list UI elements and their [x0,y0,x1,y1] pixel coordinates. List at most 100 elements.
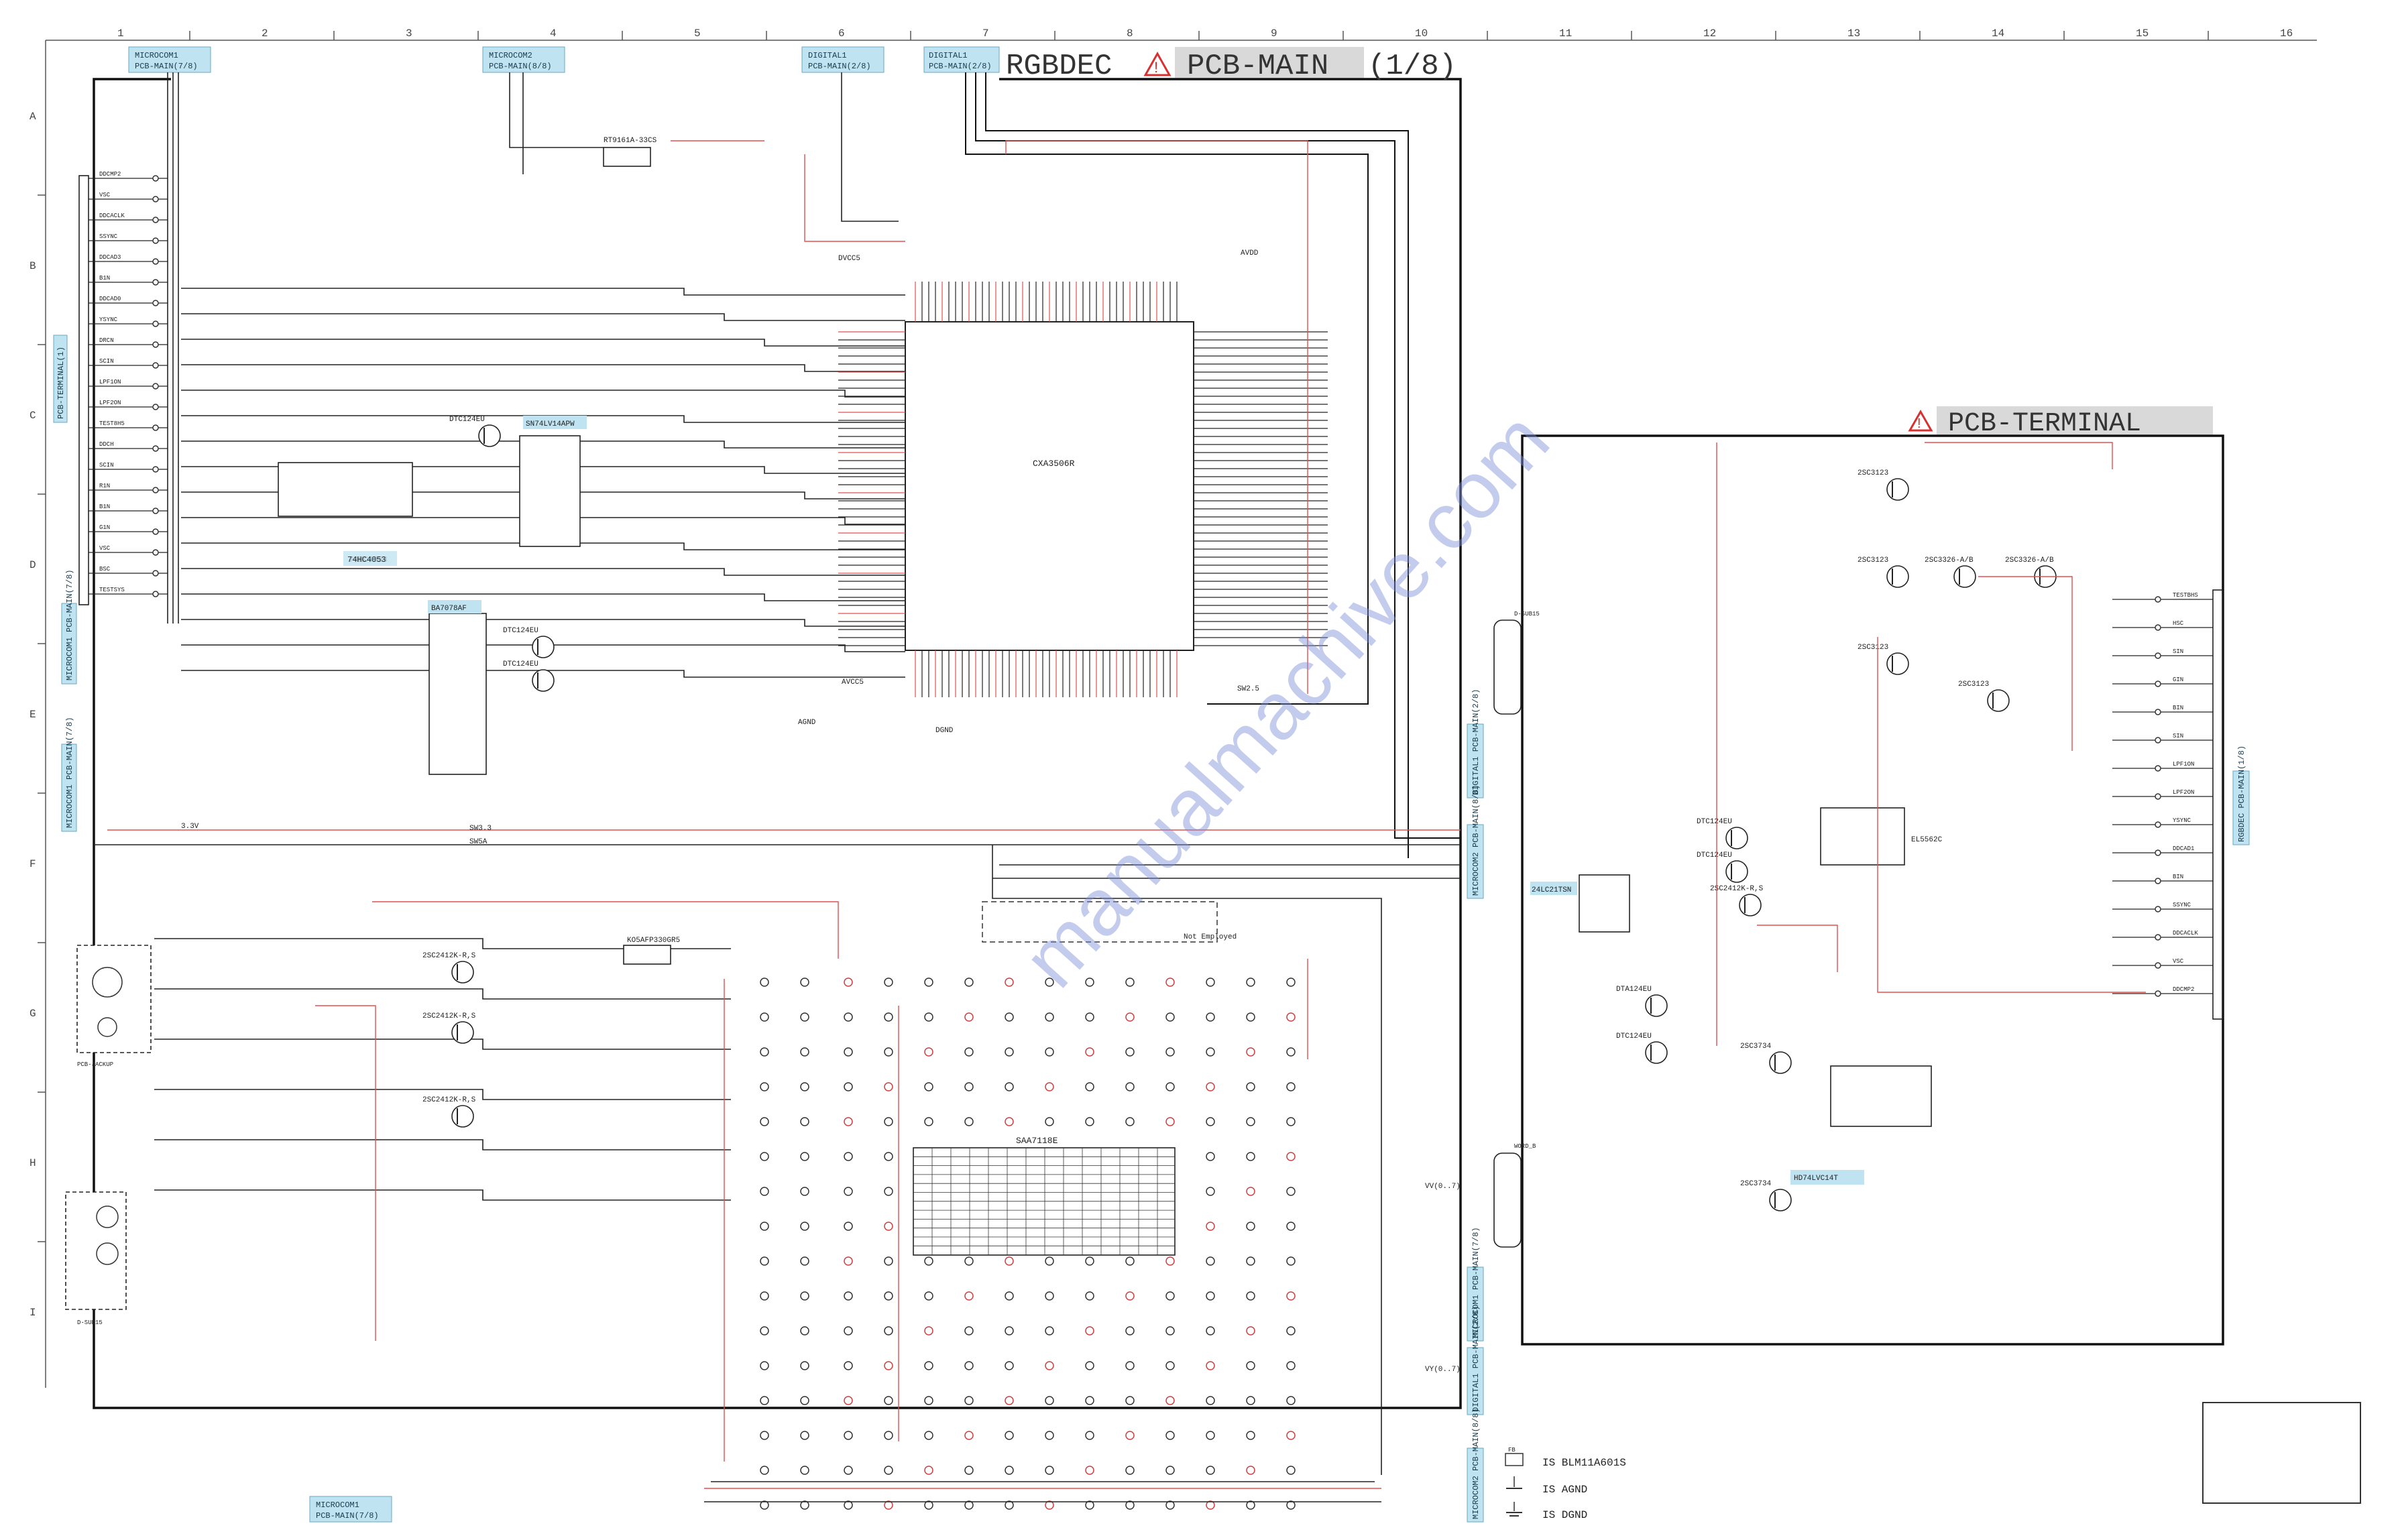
grid-column-label: 10 [1415,27,1428,40]
dsub15-connector-top: D-SUB15 [1493,611,1540,715]
bottom-bus-wires [94,844,1461,1502]
left-signal-label: SSYNC [99,233,118,240]
grid-column-label: 8 [1127,27,1133,40]
dsub15-connector-bottom: WORD_B [1493,1143,1536,1248]
connector-tag-rgbdec-far-right: RGBDEC PCB-MAIN(1/8) [2232,746,2250,845]
grid-row-label: H [30,1157,36,1169]
left-signal-label: DRCN [99,337,114,344]
transistor-t4: 2SC2412K-R,S [422,952,476,984]
svg-text:D-SUB15: D-SUB15 [1514,611,1540,617]
svg-text:DIGITAL1: DIGITAL1 [808,51,847,60]
right-signal-label: SIN [2173,648,2183,655]
left-signal-label: SCIN [99,462,114,469]
right-signal-list: TESTBHSHSCSINGINBINSINLPF1ONLPF2ONYSYNCD… [2112,592,2213,997]
svg-text:PCB-JACKUP: PCB-JACKUP [77,1061,113,1068]
ic-hd74lvc14t: HD74LVC14T [1790,1065,1932,1185]
transistor-t15: 2SC2412K-R,S [1710,885,1764,916]
svg-text:Not Employed: Not Employed [1184,933,1237,941]
transistor-t5: 2SC2412K-R,S [422,1012,476,1044]
right-signal-label: TESTBHS [2173,592,2198,599]
svg-text:SAA7118E: SAA7118E [1016,1136,1058,1146]
svg-text:AGND: AGND [798,719,816,727]
left-signal-label: SCIN [99,358,114,365]
right-signal-label: VSC [2173,958,2184,965]
grid-column-label: 5 [694,27,701,40]
transistor-t16: DTA124EU [1616,986,1668,1017]
svg-text:MICROCOM1: MICROCOM1 [316,1500,359,1510]
svg-text:74HC4053: 74HC4053 [347,555,386,565]
warning-icon: ! [1908,409,1933,432]
svg-text:2SC3123: 2SC3123 [1858,556,1888,565]
transistor-t11: 2SC3326-A/B [2005,556,2057,588]
jack-connector-top: PCB-JACKUP [76,945,152,1068]
ic-ba7078af: BA7078AF [428,600,487,775]
grid-column-label: 2 [262,27,268,40]
left-signal-label: DDCACLK [99,213,125,219]
svg-text:DIGITAL1 PCB-MAIN(2/8): DIGITAL1 PCB-MAIN(2/8) [1471,689,1481,795]
svg-text:DTA124EU: DTA124EU [1616,986,1652,994]
right-signal-label: HSC [2173,620,2184,627]
connector-tag-digital1-mid-b: DIGITAL1 PCB-MAIN(2/8) [1467,1306,1484,1415]
transistor-t1: DTC124EU [449,416,501,447]
red-signal-wires [107,140,2146,1489]
connector-tag-microcom1-top: MICROCOM1 PCB-MAIN(7/8) [128,46,211,73]
right-signal-label: BIN [2173,705,2183,711]
ic-k05afp330gr5: KO5AFP330GR5 [623,937,680,965]
right-signal-label: DDCMP2 [2173,986,2194,993]
grid-column-label: 1 [117,27,124,40]
dgnd-icon [1506,1502,1522,1517]
svg-text:D-SUB15: D-SUB15 [77,1319,103,1326]
left-signal-label: B1N [99,504,110,510]
connector-tag-digital1-top-a: DIGITAL1 PCB-MAIN(2/8) [801,46,884,73]
right-signal-label: LPF1ON [2173,761,2194,768]
connector-tag-microcom1-left-a: MICROCOM1 PCB-MAIN(7/8) [61,569,77,685]
svg-text:RT9161A-33CS: RT9161A-33CS [604,137,657,145]
connector-tag-microcom1-mid: MICROCOM1 PCB-MAIN(7/8) [1467,1227,1484,1342]
svg-text:2SC3326-A/B: 2SC3326-A/B [1925,556,1974,565]
grid-column-label: 6 [838,27,845,40]
svg-text:DTC124EU: DTC124EU [503,660,538,668]
connector-tag-digital1-top-b: DIGITAL1 PCB-MAIN(2/8) [923,46,1000,73]
svg-text:SW2.5: SW2.5 [1237,685,1259,693]
svg-text:BA7078AF: BA7078AF [431,605,467,613]
svg-text:IS BLM11A601S: IS BLM11A601S [1542,1457,1626,1469]
transistor-t9: 2SC3123 [1858,644,1909,675]
grid-column-label: 7 [982,27,989,40]
svg-text:WORD_B: WORD_B [1514,1143,1536,1150]
connector-tag-microcom1-left-b: MICROCOM1 PCB-MAIN(7/8) [61,717,77,832]
connector-tag-pcb-terminal-left: PCB-TERMINAL(1) [53,335,68,423]
svg-text:VY(0..7): VY(0..7) [1425,1366,1461,1374]
left-signal-list: DDCMP2VSCDDCACLKSSYNCDDCAD3B1NDDCAD0YSYN… [89,171,168,597]
transistor-set: DTC124EUDTC124EUDTC124EU2SC2412K-R,S2SC2… [422,416,2057,1211]
svg-text:PCB-MAIN(7/8): PCB-MAIN(7/8) [316,1511,379,1521]
right-signal-label: SSYNC [2173,902,2191,908]
grid-row-label: E [30,709,36,721]
right-signal-label: DDCACLK [2173,930,2198,937]
svg-text:MICROCOM2: MICROCOM2 [489,51,532,60]
svg-text:PCB-MAIN(2/8): PCB-MAIN(2/8) [808,62,871,71]
svg-text:AVCC5: AVCC5 [842,678,864,687]
transistor-t13: DTC124EU [1697,818,1748,849]
right-signal-label: BIN [2173,874,2183,880]
svg-text:2SC3734: 2SC3734 [1740,1180,1772,1188]
grid-row-label: D [30,559,36,571]
left-signal-label: VSC [99,192,111,198]
left-signal-label: R1N [99,483,110,489]
not-employed-box: Not Employed [982,901,1237,943]
ic-cxa3506r: CXA3506R [838,282,1328,697]
svg-text:2SC3326-A/B: 2SC3326-A/B [2005,556,2054,565]
transistor-t3: DTC124EU [503,660,555,692]
ic-saa7118e: SAA7118E [913,1136,1176,1256]
transistor-t6: 2SC2412K-R,S [422,1096,476,1128]
terminal-title: PCB-TERMINAL [1948,409,2141,439]
warning-icon: ! [1143,51,1172,76]
svg-text:KO5AFP330GR5: KO5AFP330GR5 [627,937,680,945]
left-signal-label: TESTSYS [99,587,125,593]
ic-24lc21tsn: 24LC21TSN [1530,874,1630,933]
transistor-t14: DTC124EU [1697,851,1748,883]
grid-row-label: F [30,858,36,870]
grid-column-label: 16 [2280,27,2293,40]
block-title: RGBDEC [1006,50,1112,83]
transistor-t10: 2SC3326-A/B [1925,556,1976,588]
